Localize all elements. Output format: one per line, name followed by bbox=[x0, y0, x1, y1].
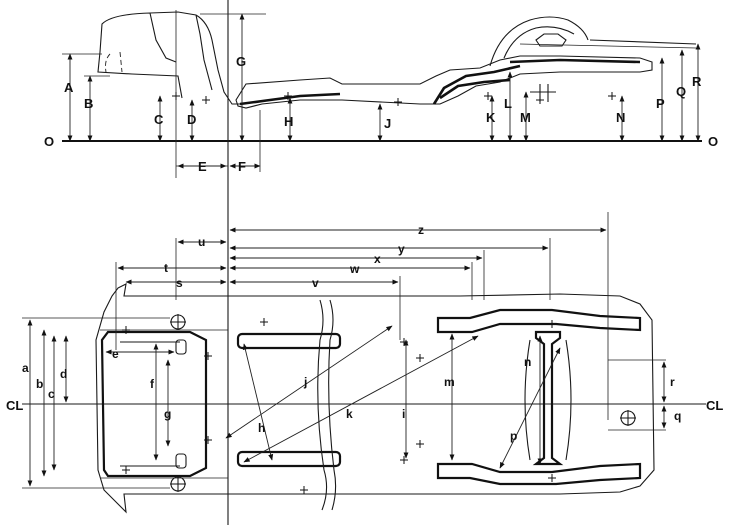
label-b: b bbox=[36, 377, 43, 391]
label-t: t bbox=[164, 261, 168, 275]
rear-wheel-arch bbox=[489, 16, 589, 67]
label-g: g bbox=[164, 407, 171, 421]
label-B: B bbox=[84, 96, 93, 111]
label-R: R bbox=[692, 74, 702, 89]
label-m: m bbox=[444, 375, 455, 389]
label-P: P bbox=[656, 96, 665, 111]
label-q: q bbox=[674, 409, 681, 423]
label-F: F bbox=[238, 159, 246, 174]
rear-top-reference bbox=[519, 43, 697, 49]
label-h: h bbox=[258, 421, 265, 435]
frame-rail-lower bbox=[239, 92, 341, 106]
label-y: y bbox=[398, 242, 405, 256]
label-M: M bbox=[520, 110, 531, 125]
label-s: s bbox=[176, 276, 183, 290]
label-L: L bbox=[504, 96, 512, 111]
front-body-outline bbox=[97, 11, 246, 105]
rear-kickup-inner bbox=[439, 78, 511, 100]
rear-rail-lower bbox=[436, 462, 642, 486]
front-mount-lower bbox=[175, 453, 187, 469]
label-K: K bbox=[486, 110, 496, 125]
label-G: G bbox=[236, 54, 246, 69]
front-crossbar-lower bbox=[236, 450, 342, 468]
width-dimensions bbox=[22, 317, 667, 489]
label-i: i bbox=[402, 407, 405, 421]
frame-side-rail-center-2 bbox=[328, 299, 337, 511]
rear-rail-upper bbox=[436, 308, 642, 334]
label-H: H bbox=[284, 114, 293, 129]
label-w: w bbox=[349, 262, 360, 276]
diagonal-dimensions bbox=[225, 325, 561, 469]
frame-side-rail-center bbox=[317, 299, 328, 511]
label-p: p bbox=[510, 429, 517, 443]
length-dimensions bbox=[115, 212, 609, 420]
front-frame-horns bbox=[100, 330, 208, 478]
label-x: x bbox=[374, 252, 381, 266]
plan-measurement-points bbox=[122, 318, 556, 494]
label-u: u bbox=[198, 235, 205, 249]
label-D: D bbox=[187, 112, 196, 127]
label-r: r bbox=[670, 375, 675, 389]
front-crossbar-upper bbox=[236, 332, 342, 350]
label-z: z bbox=[418, 223, 424, 237]
label-J: J bbox=[384, 116, 391, 131]
label-E: E bbox=[198, 159, 207, 174]
label-A: A bbox=[64, 80, 74, 95]
front-hidden-lines bbox=[105, 51, 123, 73]
rear-rail-top bbox=[509, 58, 641, 64]
rear-kickup bbox=[432, 64, 521, 105]
side-view: O O A B C D E F G H J K L M N P Q R bbox=[44, 0, 718, 525]
frame-rail-side bbox=[235, 55, 653, 109]
front-mount-upper bbox=[175, 339, 187, 355]
label-n: n bbox=[524, 355, 531, 369]
rear-axle-mount bbox=[530, 84, 556, 102]
plan-view: CL CL t s u v w x y z a b c d e f g h i … bbox=[6, 212, 723, 514]
side-measurement-points bbox=[172, 92, 616, 106]
label-j: j bbox=[303, 375, 307, 389]
label-k: k bbox=[346, 407, 353, 421]
height-dimensions bbox=[62, 13, 701, 172]
rear-crossmember-flanges bbox=[524, 339, 572, 461]
front-crossmember-lines bbox=[100, 329, 228, 479]
datum-label-right: O bbox=[708, 134, 718, 149]
label-a: a bbox=[22, 361, 29, 375]
centerline-label-right: CL bbox=[706, 398, 723, 413]
rear-shock-mount bbox=[535, 33, 697, 47]
label-f: f bbox=[150, 377, 155, 391]
label-Q: Q bbox=[676, 84, 686, 99]
datum-label-left: O bbox=[44, 134, 54, 149]
label-N: N bbox=[616, 110, 625, 125]
label-C: C bbox=[154, 112, 164, 127]
plan-body-outline bbox=[95, 283, 655, 514]
centerline-label-left: CL bbox=[6, 398, 23, 413]
label-d: d bbox=[60, 367, 67, 381]
front-frame-inner bbox=[120, 341, 180, 467]
label-v: v bbox=[312, 276, 319, 290]
label-c: c bbox=[48, 387, 55, 401]
label-e: e bbox=[112, 347, 119, 361]
